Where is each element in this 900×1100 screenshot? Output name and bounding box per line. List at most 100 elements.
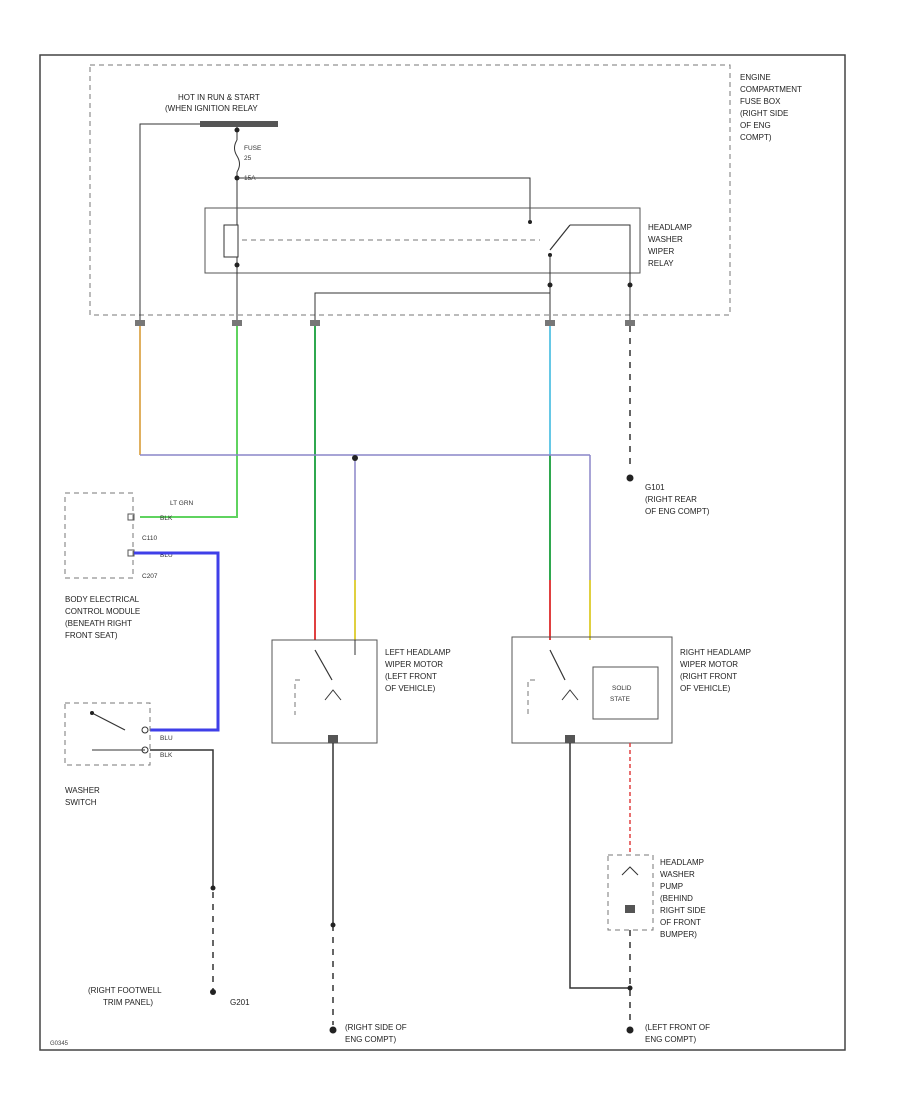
bus-bar: [200, 121, 278, 127]
pump-label-7: BUMPER): [660, 930, 697, 939]
solid-state-module: [592, 666, 659, 720]
right-motor-label-2: WIPER MOTOR: [680, 660, 738, 669]
washer-switch-label-2: SWITCH: [65, 798, 97, 807]
right-motor-symbol: [561, 689, 579, 701]
ground-right-label-2: ENG COMPT): [645, 1035, 696, 1044]
pump-label-6: OF FRONT: [660, 918, 701, 927]
footwell-ground-id: G201: [230, 998, 250, 1007]
junction-dot: [627, 282, 633, 288]
ground-g101-label-3: OF ENG COMPT): [645, 507, 710, 516]
left-wiper-motor: [271, 639, 378, 744]
bcm-label: BODY ELECTRICAL: [65, 595, 140, 604]
washer-switch-terminal: [141, 746, 149, 754]
junction-dot: [210, 885, 216, 891]
washer-switch: [64, 702, 151, 766]
splice-dot: [352, 455, 358, 461]
solid-state-label: SOLID: [612, 685, 632, 692]
pump-label-4: (BEHIND: [660, 894, 693, 903]
relay-contact-feed: [237, 177, 531, 222]
bcm-connector-1: C110: [142, 535, 157, 542]
right-motor-label-3: (RIGHT FRONT: [680, 672, 737, 681]
left-motor-label: LEFT HEADLAMP: [385, 648, 451, 657]
ground-g101: [626, 474, 634, 482]
left-motor-switch-arm: [314, 649, 333, 681]
bcm-label-4: FRONT SEAT): [65, 631, 118, 640]
ground-g101-label: G101: [645, 483, 665, 492]
washer-switch-wire-label-2: BLK: [160, 752, 173, 759]
right-motor-label-4: OF VEHICLE): [680, 684, 731, 693]
body-control-module: [64, 492, 134, 579]
bcm-pin: [127, 513, 135, 521]
fuse-box-label-4: (RIGHT SIDE: [740, 109, 788, 118]
relay-switch-output: [570, 224, 631, 320]
footwell-label: (RIGHT FOOTWELL: [88, 986, 162, 995]
bcm-connector-2: C207: [142, 573, 158, 580]
relay-to-left-motor-wire: [314, 292, 550, 320]
connector-marks: [135, 320, 635, 326]
relay-coil: [223, 224, 239, 258]
footer-code: G0345: [50, 1041, 69, 1047]
washer-switch-terminal: [141, 726, 149, 734]
washer-switch-label: WASHER: [65, 786, 100, 795]
ground-left: [329, 1026, 337, 1034]
wire-light-green: [140, 326, 238, 518]
fuse-number: 25: [244, 155, 252, 162]
junction-dot: [234, 127, 240, 133]
fuse-box-label-6: COMPT): [740, 133, 772, 142]
wire-switch-ground: [150, 749, 214, 880]
hot-source-label-2: (WHEN IGNITION RELAY: [165, 104, 258, 113]
relay-label-2: WASHER: [648, 235, 683, 244]
ground-g101-label-2: (RIGHT REAR: [645, 495, 697, 504]
relay-switch-arm: [549, 224, 571, 251]
left-motor-internal-dash: [294, 679, 300, 715]
wire-right-motor-ground: [569, 743, 630, 989]
junction-dot: [627, 985, 633, 991]
washer-switch-wire-label: BLU: [160, 735, 173, 742]
fuse-symbol: [234, 139, 240, 173]
left-motor-symbol: [324, 689, 342, 701]
bcm-label-3: (BENEATH RIGHT: [65, 619, 132, 628]
junction-dot: [547, 282, 553, 288]
pump-label-2: WASHER: [660, 870, 695, 879]
fuse-box-label-3: FUSE BOX: [740, 97, 781, 106]
wire-blue: [134, 551, 220, 732]
fuse-box-label: ENGINE: [740, 73, 771, 82]
ground-left-label-2: ENG COMPT): [345, 1035, 396, 1044]
left-motor-label-4: OF VEHICLE): [385, 684, 436, 693]
solid-state-label-2: STATE: [610, 696, 631, 703]
left-motor-label-2: WIPER MOTOR: [385, 660, 443, 669]
bcm-wire-label: BLK: [160, 515, 173, 522]
right-wiper-motor: [511, 636, 673, 744]
right-motor-switch-arm: [549, 649, 566, 681]
pump-terminal: [625, 905, 635, 913]
washer-switch-pivot: [90, 711, 94, 715]
washer-switch-arm: [91, 712, 126, 731]
ground-right-label: (LEFT FRONT OF: [645, 1023, 710, 1032]
relay-label: HEADLAMP: [648, 223, 692, 232]
diagram-frame: [39, 54, 846, 1051]
right-motor-internal-dash: [527, 679, 535, 715]
ground-right: [626, 1026, 634, 1034]
relay-label-4: RELAY: [648, 259, 674, 268]
pump-label-5: RIGHT SIDE: [660, 906, 706, 915]
ground-left-label: (RIGHT SIDE OF: [345, 1023, 407, 1032]
pump-symbol: [621, 866, 639, 876]
washer-pump: [607, 854, 654, 931]
ground-footwell: [210, 989, 216, 995]
junction-dot: [528, 220, 532, 224]
fuse-box-outline: [89, 64, 731, 316]
left-motor-label-3: (LEFT FRONT: [385, 672, 437, 681]
relay-label-3: WIPER: [648, 247, 674, 256]
pump-label: HEADLAMP: [660, 858, 704, 867]
fuse-box-label-2: COMPARTMENT: [740, 85, 802, 94]
bcm-label-2: CONTROL MODULE: [65, 607, 140, 616]
bcm-wire-label-2: BLU: [160, 552, 173, 559]
relay-box: [204, 207, 641, 274]
bcm-wire-color-label: LT GRN: [170, 500, 194, 507]
bus-branch-wire: [139, 123, 200, 320]
hot-source-label: HOT IN RUN & START: [178, 93, 260, 102]
footwell-label-2: TRIM PANEL): [103, 998, 153, 1007]
fuse-label: FUSE: [244, 145, 262, 152]
right-motor-terminal: [565, 735, 575, 743]
